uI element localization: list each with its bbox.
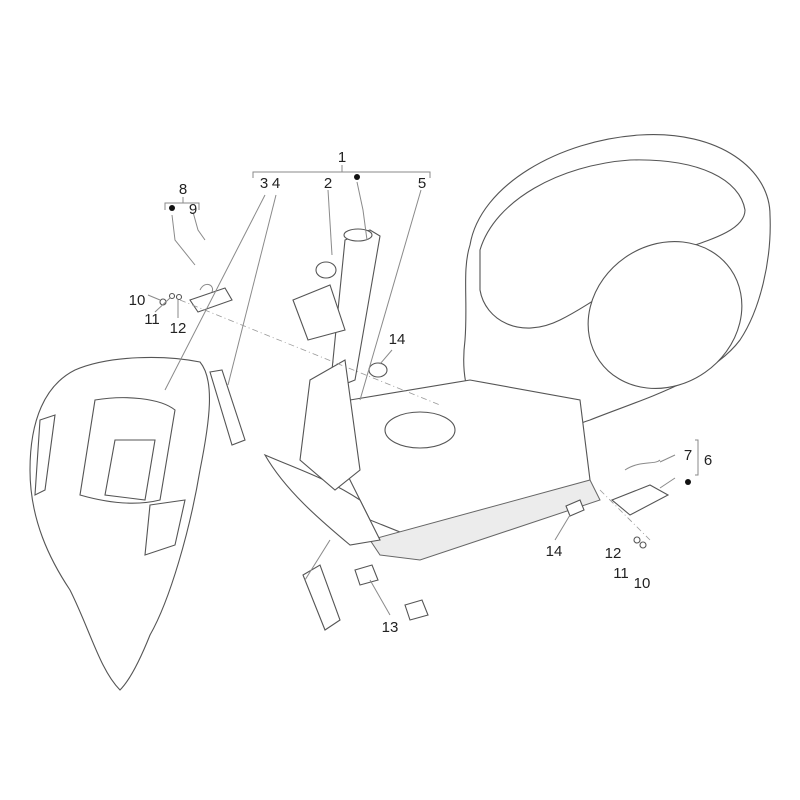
leg-shield [29, 356, 211, 691]
clip-9 [199, 283, 214, 293]
label-9: 9 [189, 201, 197, 218]
label-12: 12 [170, 320, 187, 337]
grommet-14a [368, 362, 388, 378]
label-5: 5 [418, 175, 426, 192]
label-4: 4 [272, 175, 280, 192]
label-10: 10 [634, 575, 651, 592]
label-12: 12 [605, 545, 622, 562]
washer-12b [633, 536, 641, 544]
label-11: 11 [613, 565, 629, 582]
leader-lines [147, 165, 699, 616]
trim-part-lower [302, 564, 341, 631]
trim-part-3-4 [209, 369, 246, 446]
label-8: 8 [179, 181, 187, 198]
bullet-dot-6 [685, 479, 691, 485]
body-shell [263, 134, 771, 561]
label-11: 11 [144, 311, 160, 328]
washer-11a [168, 292, 176, 300]
pad-13a [354, 564, 379, 586]
bracket-6 [610, 484, 670, 516]
label-10: 10 [129, 292, 146, 309]
label-14: 14 [389, 331, 406, 348]
washer-12a [175, 293, 183, 301]
axis-line [599, 489, 651, 541]
steering-tube [292, 228, 381, 491]
bullet-dot-8 [169, 205, 175, 211]
label-3: 3 [260, 175, 268, 192]
label-6: 6 [704, 452, 712, 469]
label-1: 1 [338, 149, 346, 166]
label-14: 14 [546, 543, 563, 560]
pad-13b [404, 599, 429, 621]
clip-7 [624, 459, 661, 471]
label-13: 13 [382, 619, 399, 636]
bullet-dot-1 [354, 174, 360, 180]
plug-14b [565, 499, 585, 517]
label-2: 2 [324, 175, 332, 192]
bushing-part [315, 261, 337, 279]
screw-10b [639, 541, 647, 549]
label-7: 7 [684, 447, 692, 464]
